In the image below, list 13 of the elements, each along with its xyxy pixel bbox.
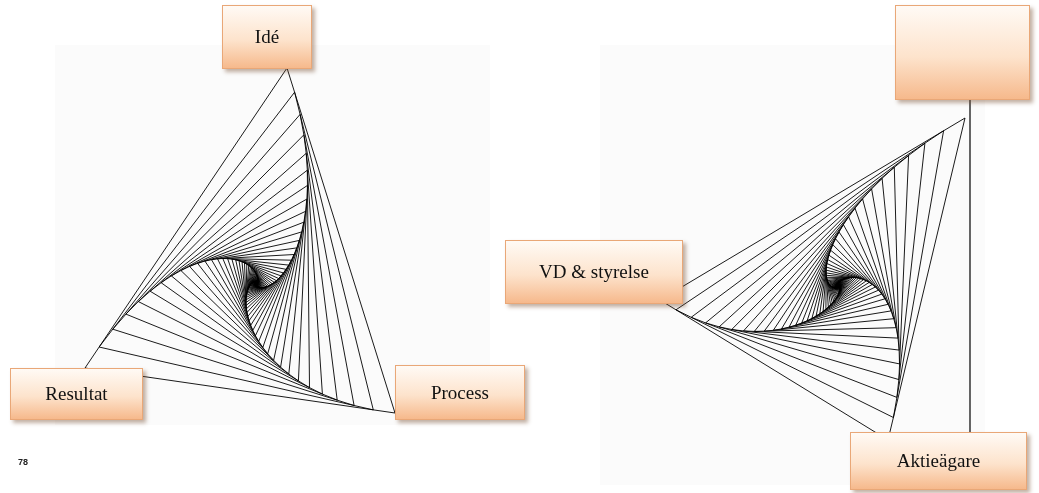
box-label: Resultat bbox=[45, 383, 108, 405]
label-box bbox=[10, 368, 143, 420]
box-label: Aktieägare bbox=[896, 450, 981, 472]
page-number: 78 bbox=[18, 457, 28, 467]
box-label: Process bbox=[430, 381, 490, 404]
label-box bbox=[850, 432, 1027, 490]
box-label: Idé bbox=[254, 26, 280, 48]
label-box bbox=[505, 240, 683, 304]
connector-line bbox=[969, 99, 971, 433]
label-box bbox=[395, 365, 525, 420]
label-box bbox=[222, 5, 312, 69]
empty-box bbox=[895, 5, 1030, 100]
box-label: VD & styrelse bbox=[539, 261, 649, 283]
